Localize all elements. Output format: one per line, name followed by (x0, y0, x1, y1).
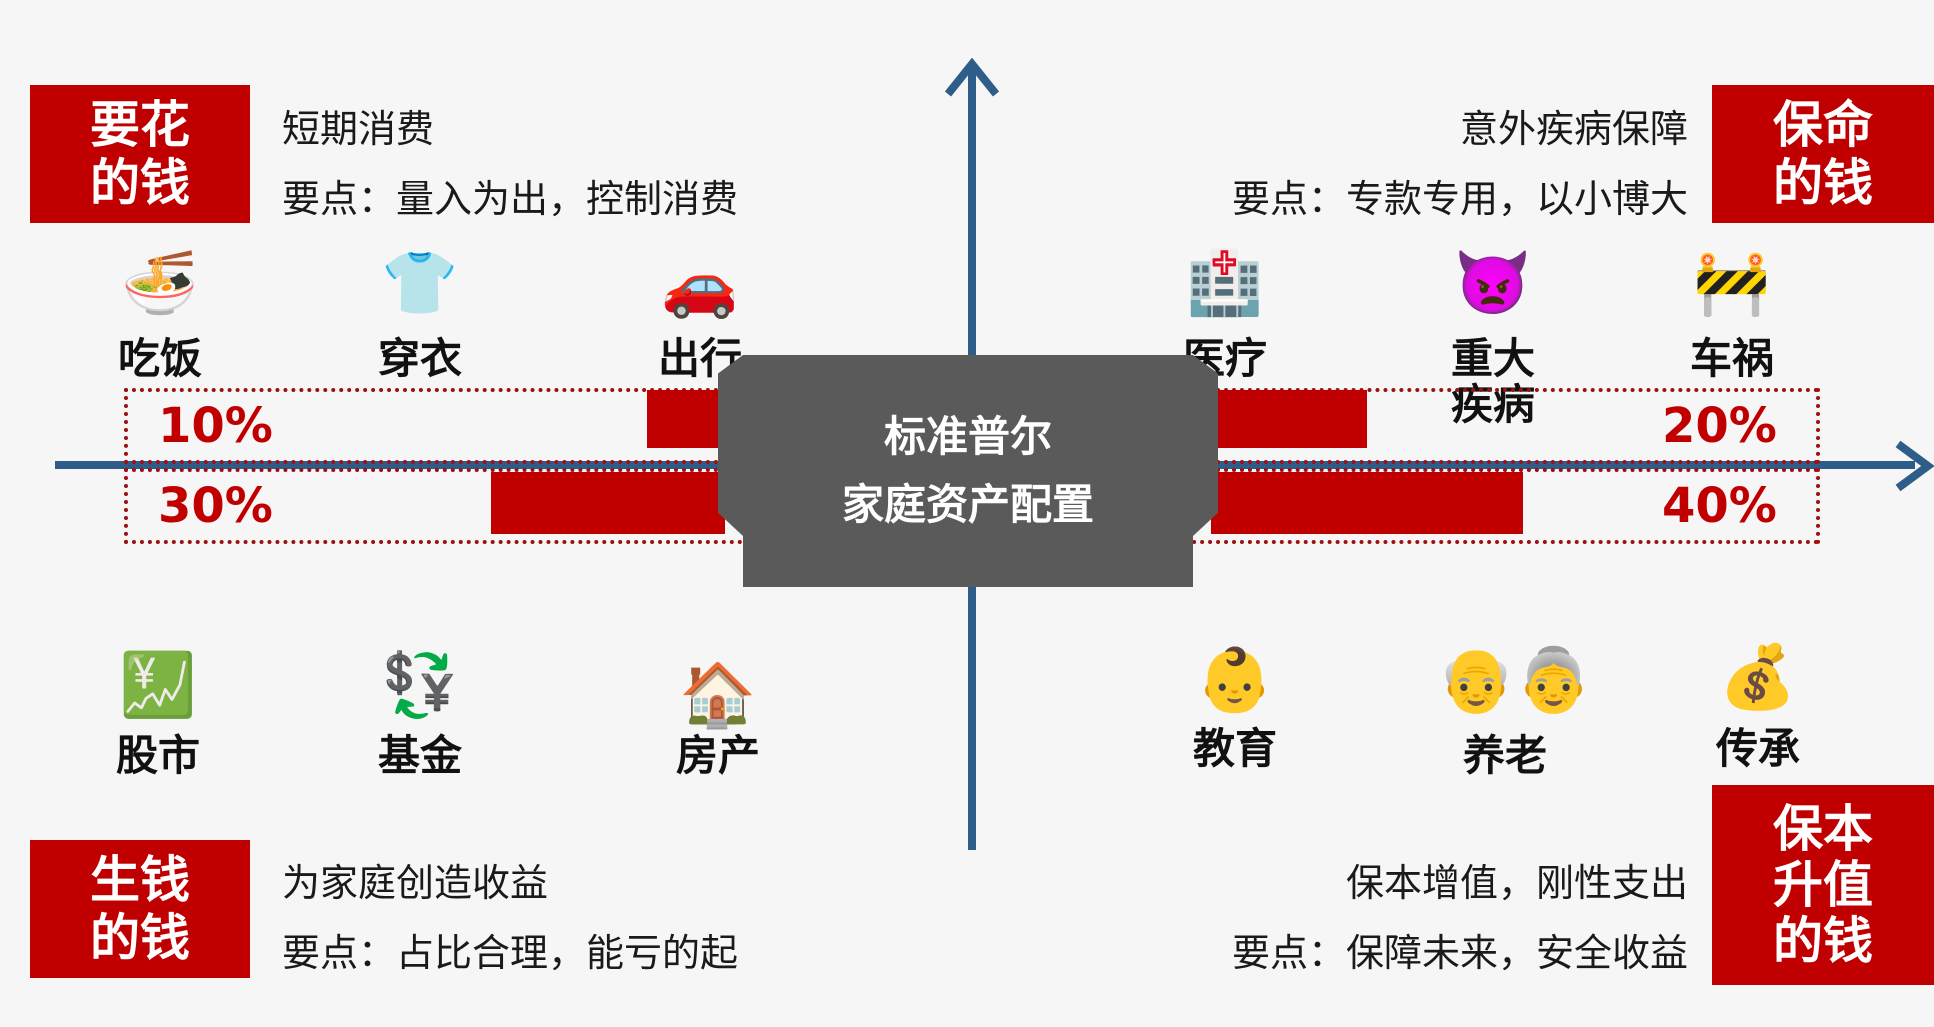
quadrant-subtitle: 为家庭创造收益 (282, 861, 549, 905)
box-line: 保命 (1773, 96, 1873, 154)
share-bar-preserve (1211, 472, 1523, 534)
baby-icon: 👶 (1196, 643, 1274, 716)
item-label-inheritance: 传承 (1715, 724, 1800, 773)
quadrant-keypoint: 要点：保障未来，安全收益 (1231, 931, 1688, 975)
vertical-axis-arrowhead (944, 58, 1000, 97)
stock-chart-icon: 💹 (119, 648, 197, 721)
percent-label-invest: 30% (158, 478, 273, 534)
box-line: 的钱 (1773, 154, 1873, 212)
item-label-real-estate: 房产 (675, 731, 760, 780)
spend-money-box: 要花 的钱 (30, 85, 250, 223)
item-label-car-accident: 车祸 (1689, 334, 1774, 383)
hospital-icon: 🏥 (1186, 246, 1264, 319)
box-line: 的钱 (1773, 912, 1873, 970)
percent-label-protection: 20% (1662, 398, 1777, 454)
house-icon: 🏠 (679, 658, 757, 731)
center-title-line: 标准普尔 (883, 412, 1052, 461)
box-line: 要花 (90, 96, 190, 154)
quadrant-subtitle: 保本增值，刚性支出 (1345, 861, 1688, 905)
barrier-icon: 🚧 (1693, 246, 1771, 319)
center-title-box: 标准普尔 家庭资产配置 (718, 355, 1218, 587)
box-line: 的钱 (90, 909, 190, 967)
box-line: 的钱 (90, 154, 190, 212)
item-label-retirement: 养老 (1462, 731, 1547, 780)
box-line: 生钱 (90, 851, 190, 909)
box-line: 升值 (1773, 856, 1873, 914)
shirt-icon: 👕 (381, 246, 459, 319)
elderly-couple-icon: 👴👵 (1437, 643, 1593, 716)
quadrant-subtitle: 意外疾病保障 (1459, 107, 1688, 151)
percent-label-spend: 10% (158, 398, 273, 454)
currency-exchange-icon: 💱 (381, 648, 459, 721)
percent-label-preserve: 40% (1662, 478, 1777, 534)
share-bar-protection (1211, 390, 1367, 448)
car-icon: 🚗 (661, 248, 739, 321)
box-line: 保本 (1773, 800, 1873, 858)
share-bar-spend (647, 390, 725, 448)
noodle-bowl-icon: 🍜 (121, 246, 199, 319)
item-label-stock-market: 股市 (115, 731, 200, 780)
item-label-eat: 吃饭 (117, 334, 202, 383)
preserve-money-box: 保本 升值 的钱 (1712, 785, 1934, 985)
item-label-fund: 基金 (377, 731, 462, 780)
quadrant-subtitle: 短期消费 (282, 107, 435, 151)
horizontal-axis-arrowhead (1895, 440, 1934, 492)
item-label-clothing: 穿衣 (377, 334, 462, 383)
quadrant-keypoint: 要点：量入为出，控制消费 (282, 177, 739, 221)
quadrant-keypoint: 要点：专款专用，以小博大 (1231, 177, 1688, 221)
devil-icon: 👿 (1454, 246, 1532, 319)
item-label-education: 教育 (1192, 724, 1277, 773)
earn-money-box: 生钱 的钱 (30, 840, 250, 978)
money-bag-icon: 💰 (1719, 640, 1797, 713)
center-title-line: 家庭资产配置 (841, 480, 1094, 529)
protection-money-box: 保命 的钱 (1712, 85, 1934, 223)
quadrant-keypoint: 要点：占比合理，能亏的起 (282, 931, 739, 975)
share-bar-invest (491, 472, 725, 534)
